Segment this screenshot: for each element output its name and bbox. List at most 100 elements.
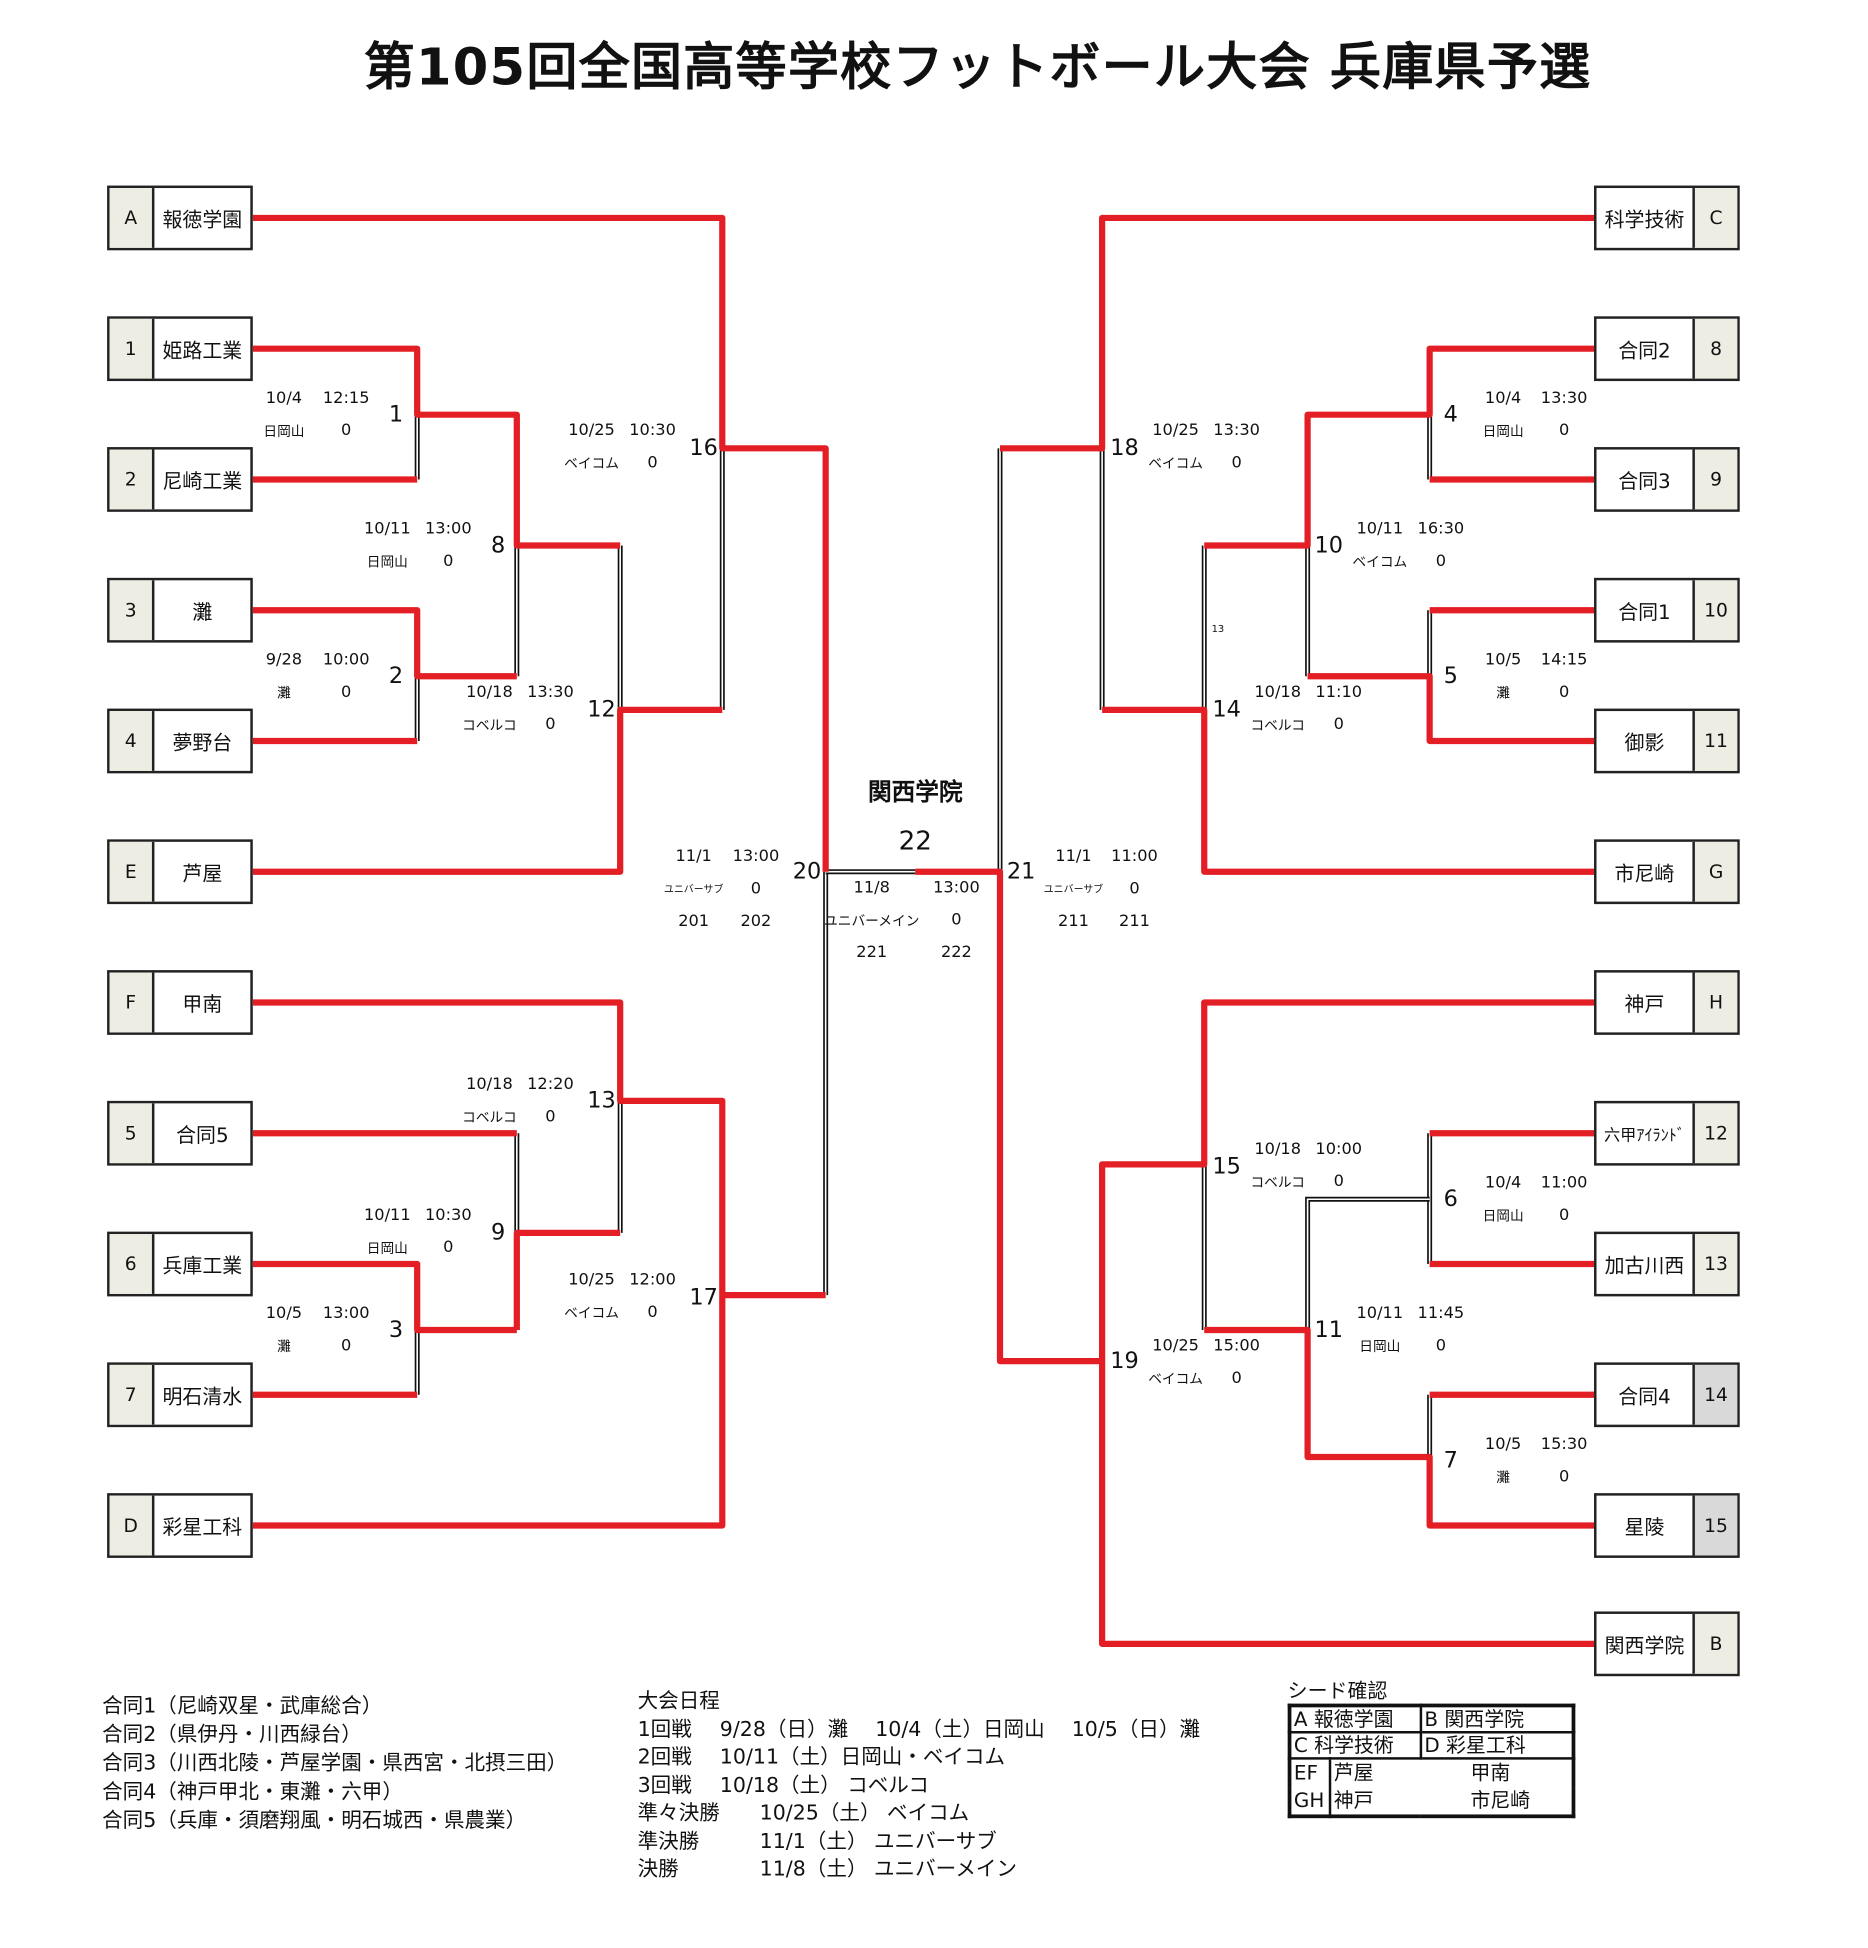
- match-score: 0: [341, 421, 352, 441]
- schedule-round: 3回戦: [637, 1772, 692, 1797]
- schedule-round: 2回戦: [637, 1744, 692, 1769]
- winner-line: [252, 214, 829, 872]
- team-name: 合同1: [1618, 600, 1671, 624]
- match-venue: 日岡山: [366, 1240, 408, 1257]
- match-venue: 日岡山: [263, 423, 305, 440]
- match-venue: ユニバーサブ: [1043, 883, 1104, 895]
- match-number: 14: [1212, 696, 1241, 723]
- match-venue: 灘: [1496, 684, 1510, 702]
- match-score: 0: [1231, 453, 1242, 473]
- schedule-detail: 9/28（日）灘 10/4（土）日岡山 10/5（日）灘: [719, 1716, 1201, 1741]
- team-name: 合同4: [1618, 1384, 1671, 1409]
- match-date: 10/5: [1484, 650, 1522, 670]
- match-venue: コベルコ: [1250, 1174, 1305, 1191]
- match-time: 10:00: [1315, 1140, 1363, 1159]
- winner-line: [1204, 345, 1595, 549]
- match-number: 5: [1443, 663, 1458, 690]
- match-date: 10/25: [568, 1270, 615, 1290]
- joint-team-note: 合同2（県伊丹・川西緑台）: [102, 1722, 362, 1746]
- joint-team-note: 合同5（兵庫・須磨翔風・明石城西・県農業）: [102, 1808, 527, 1832]
- schedule-row: 2回戦 10/11（土）日岡山・ベイコム: [638, 1743, 1200, 1771]
- match-venue: 日岡山: [1482, 1207, 1524, 1225]
- match-venue: コベルコ: [462, 717, 517, 734]
- team-seed: A: [109, 188, 155, 248]
- joint-team-note: 合同4（神戸甲北・東灘・六甲）: [102, 1779, 403, 1804]
- match-number: 21: [1006, 858, 1036, 885]
- team-seed: G: [1692, 841, 1738, 902]
- match-score: 0: [443, 1238, 454, 1258]
- match-score: 0: [647, 453, 658, 473]
- team-seed: 4: [109, 711, 155, 771]
- match-venue: ベイコム: [564, 455, 619, 472]
- winner-line: [915, 868, 1103, 1365]
- winner-line: [999, 214, 1595, 452]
- team-name: 灘: [192, 600, 213, 624]
- match-venue: 日岡山: [366, 554, 408, 571]
- match-date: 10/11: [1356, 1304, 1404, 1324]
- winner-line: [252, 607, 517, 680]
- match-date: 9/28: [265, 650, 303, 670]
- joint-team-notes: 合同1（尼崎双星・武庫総合） 合同2（県伊丹・川西緑台） 合同3（川西北陵・芦屋…: [102, 1691, 567, 1834]
- team-name: 加古川西: [1604, 1254, 1685, 1278]
- match-number: 17: [689, 1284, 718, 1311]
- team-seed: C: [1692, 188, 1738, 248]
- match-time: 13:30: [1540, 389, 1588, 408]
- match-venue: ベイコム: [1352, 554, 1408, 571]
- match-code: 211: [1119, 912, 1150, 931]
- match-venue: コベルコ: [462, 1109, 517, 1126]
- match-number: 1: [388, 401, 404, 428]
- match-time: 13:00: [732, 847, 780, 867]
- team-seed: 15: [1692, 1495, 1738, 1556]
- match-time: 10:00: [322, 650, 370, 670]
- team-seed: 5: [109, 1103, 155, 1164]
- match-time: 10:30: [424, 1206, 472, 1225]
- team-seed: 11: [1692, 711, 1738, 771]
- match-time: 13:00: [424, 519, 472, 539]
- match-score: 0: [647, 1303, 658, 1322]
- match-score: 0: [341, 683, 352, 702]
- match-number: 12: [587, 696, 616, 723]
- seed-ef-label: EF: [1293, 1760, 1318, 1785]
- schedule-detail: 10/11（土）日岡山・ベイコム: [719, 1744, 1006, 1769]
- team-name: 尼崎工業: [162, 469, 243, 494]
- match-number: 10: [1314, 532, 1344, 559]
- team-seed: B: [1692, 1613, 1738, 1674]
- team-name: 彩星工科: [162, 1515, 243, 1540]
- match-venue: 灘: [277, 684, 291, 702]
- match-date: 10/18: [1254, 1140, 1302, 1159]
- match-time: 12:20: [527, 1075, 574, 1095]
- seed-b: B 関西学院: [1419, 1704, 1575, 1734]
- winner-line: [1099, 999, 1595, 1647]
- team-seed: 12: [1692, 1103, 1738, 1164]
- match-date: 10/25: [568, 421, 615, 441]
- match-time: 14:15: [1540, 650, 1588, 670]
- schedule-round: 1回戦: [637, 1716, 692, 1741]
